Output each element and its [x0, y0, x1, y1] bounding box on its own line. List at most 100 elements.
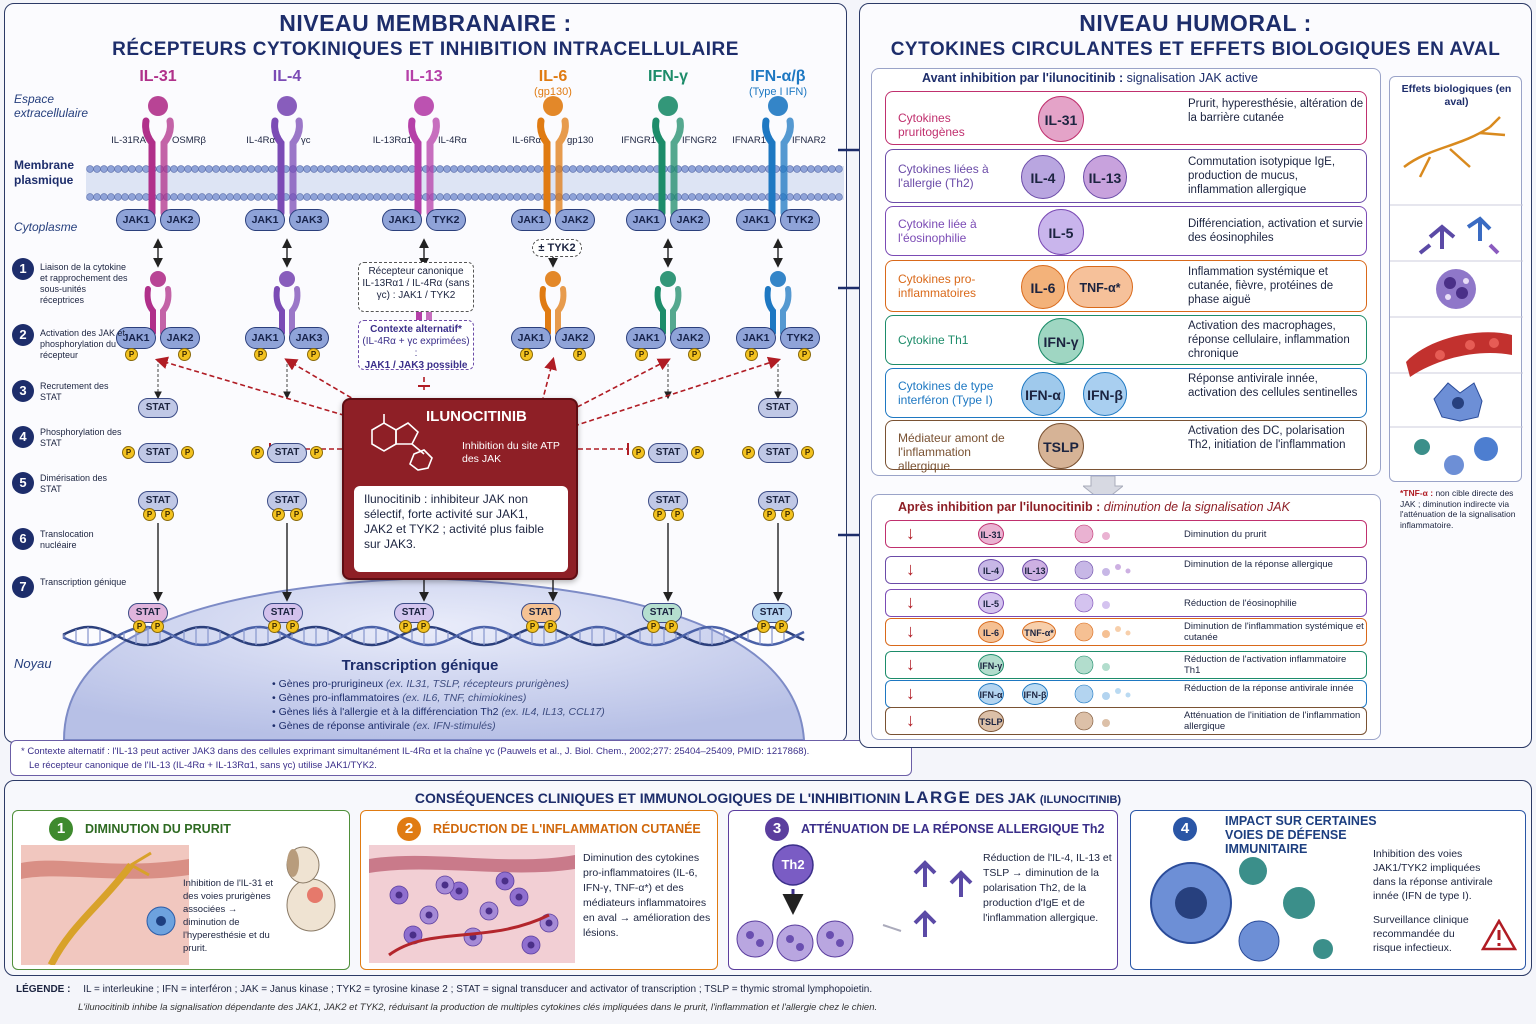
- phospho-4-a: P: [635, 348, 648, 361]
- jak-right-3-0: JAK2: [555, 209, 595, 231]
- eosinophil-icon: [1436, 269, 1476, 309]
- card-2-number: 2: [397, 817, 421, 841]
- molecule-icon: [371, 414, 433, 471]
- after-rest: diminution de la signalisation JAK: [1100, 500, 1290, 514]
- jak-right-2-0: TYK2: [426, 209, 466, 231]
- step-number-7: 7: [12, 576, 34, 598]
- receptor-name-4: IFN-γ: [648, 68, 688, 85]
- cytokine-effect: Activation des macrophages, réponse cell…: [1188, 320, 1350, 360]
- chain-left-2: IL-13Rα1: [372, 135, 412, 146]
- decreasing-levels-icon: [1074, 593, 1110, 613]
- legend-text: IL = interleukine ; IFN = interféron ; J…: [83, 984, 873, 995]
- after-ball-1-1: IL-13: [1022, 559, 1048, 581]
- step-text-3: Recrutement des STAT: [40, 381, 109, 402]
- nuclear-p-5-a: P: [757, 620, 770, 633]
- tnf-note: *TNF-α : non cible directe des JAK ; dim…: [1400, 488, 1524, 530]
- nuclear-p-3-b: P: [544, 620, 557, 633]
- phospho-0-a: P: [125, 348, 138, 361]
- after-ball-3-0: IL-6: [978, 621, 1004, 643]
- jak-right-4-1: JAK2: [670, 327, 710, 349]
- jak-left-0-0: JAK1: [116, 209, 156, 231]
- chain-left-1: IL-4Rα: [246, 135, 275, 146]
- clinical-title-end: DES JAK: [971, 790, 1040, 806]
- cytokine-row-6: Médiateur amont de l'inflammation allerg…: [885, 420, 1367, 473]
- cytokine-ball-3-0: IL-6: [1021, 265, 1065, 309]
- nuclear-p-1-a: P: [268, 620, 281, 633]
- jak-left-0-1: JAK1: [116, 327, 156, 349]
- step-number-6: 6: [12, 528, 34, 550]
- virus-icon: [1414, 437, 1498, 475]
- stat-4-1-pl: P: [653, 508, 666, 521]
- cytokine-category: Médiateur amont de l'inflammation allerg…: [898, 431, 1005, 473]
- warning-icon: [1481, 919, 1517, 951]
- tnf-note-text: non cible directe des JAK ; diminution i…: [1400, 488, 1516, 530]
- ilunocitinib-title: ILUNOCITINIB: [426, 408, 527, 425]
- cytoplasm-label: Cytoplasme: [14, 220, 78, 234]
- receptor-1: [271, 96, 303, 602]
- phospho-0-b: P: [178, 348, 191, 361]
- ilunocitinib-description: Ilunocitinib : inhibiteur JAK non sélect…: [354, 486, 568, 572]
- jak-right-3-1: JAK2: [555, 327, 595, 349]
- after-ball-4-0: IFN-γ: [978, 654, 1004, 676]
- phospho-5-a: P: [745, 348, 758, 361]
- nuclear-p-4-b: P: [665, 620, 678, 633]
- gene-name: Gènes de réponse antivirale: [278, 720, 413, 732]
- cytokine-effect: Différenciation, activation et survie de…: [1188, 218, 1363, 244]
- after-ball-1-0: IL-4: [978, 559, 1004, 581]
- step-text-4: Phosphorylation des STAT: [40, 427, 122, 448]
- effects-illustrations: [1390, 116, 1523, 475]
- nuclear-stat-5: STAT: [752, 603, 792, 623]
- ilunocitinib-mechanism: Inhibition du site ATP des JAK: [462, 440, 560, 465]
- receptor-name-0: IL-31: [139, 68, 177, 85]
- down-arrow-icon: ↓: [906, 592, 915, 612]
- before-rest: signalisation JAK active: [1123, 71, 1258, 85]
- decreasing-levels-icon: [1074, 622, 1131, 642]
- gene-example: (ex. IFN-stimulés): [412, 720, 496, 732]
- receptor-4: [652, 96, 684, 602]
- cytokine-ball-0-0: IL-31: [1038, 96, 1084, 142]
- nuclear-stat-0: STAT: [128, 603, 168, 623]
- stat-5-1-pl: P: [742, 446, 755, 459]
- jak-right-0-1: JAK2: [160, 327, 200, 349]
- membrane-label: Membrane plasmique: [14, 158, 75, 187]
- phospho-3-a: P: [520, 348, 533, 361]
- th2-label: Th2: [781, 857, 805, 872]
- stat-5-2-pl: P: [763, 508, 776, 521]
- decreasing-levels-icon: [1074, 684, 1131, 704]
- card-inflammation: 2 RÉDUCTION DE L'INFLAMMATION CUTANÉE Di…: [360, 810, 718, 970]
- dog-icon: [286, 846, 336, 932]
- after-ball-6-0: TSLP: [978, 710, 1004, 732]
- chain-right-4: IFNGR2: [682, 135, 717, 146]
- card-4-text: Inhibition des voies JAK1/TYK2 impliquée…: [1373, 848, 1493, 902]
- clinical-title-small: (ILUNOCITINIB): [1039, 794, 1122, 806]
- card-1-title: DIMINUTION DU PRURIT: [85, 822, 231, 836]
- receptor-name-3: IL-6: [538, 68, 568, 85]
- chain-left-5: IFNAR1: [732, 135, 766, 146]
- il13-alt-jak: JAK1 / JAK3 possible: [364, 360, 468, 371]
- gene-example: (ex. IL6, TNF, chimiokines): [402, 692, 527, 704]
- nerve-icon: [1403, 116, 1506, 178]
- ilunocitinib-box: ILUNOCITINIB Inhibition du site ATP des …: [342, 398, 578, 580]
- stat-1-0-pl: P: [251, 446, 264, 459]
- phospho-1-b: P: [307, 348, 320, 361]
- cytokine-effect: Activation des DC, polarisation Th2, ini…: [1188, 425, 1346, 451]
- nuclear-p-2-b: P: [417, 620, 430, 633]
- stat-0-0: STAT: [138, 398, 178, 418]
- il13-alt-text: (IL-4Rα + γc exprimées) :: [362, 336, 470, 359]
- stat-1-0-pr: P: [310, 446, 323, 459]
- stat-4-0: STAT: [648, 443, 688, 463]
- step-number-2: 2: [12, 324, 34, 346]
- jak-left-1-1: JAK1: [245, 327, 285, 349]
- card-1-text: Inhibition de l'IL-31 et des voies pruri…: [183, 878, 274, 954]
- gene-name: Gènes pro-prurigineux: [278, 678, 386, 690]
- nuclear-p-5-b: P: [775, 620, 788, 633]
- stat-0-1: STAT: [138, 443, 178, 463]
- after-inhibition-header: Après inhibition par l'ilunocitinib : di…: [898, 500, 1290, 514]
- decreasing-levels-icon: [1074, 655, 1110, 675]
- after-effect-text: Diminution de l'inflammation systémique …: [1184, 621, 1364, 643]
- phospho-5-b: P: [798, 348, 811, 361]
- after-ball-0-0: IL-31: [978, 523, 1004, 545]
- jak-left-2-0: JAK1: [382, 209, 422, 231]
